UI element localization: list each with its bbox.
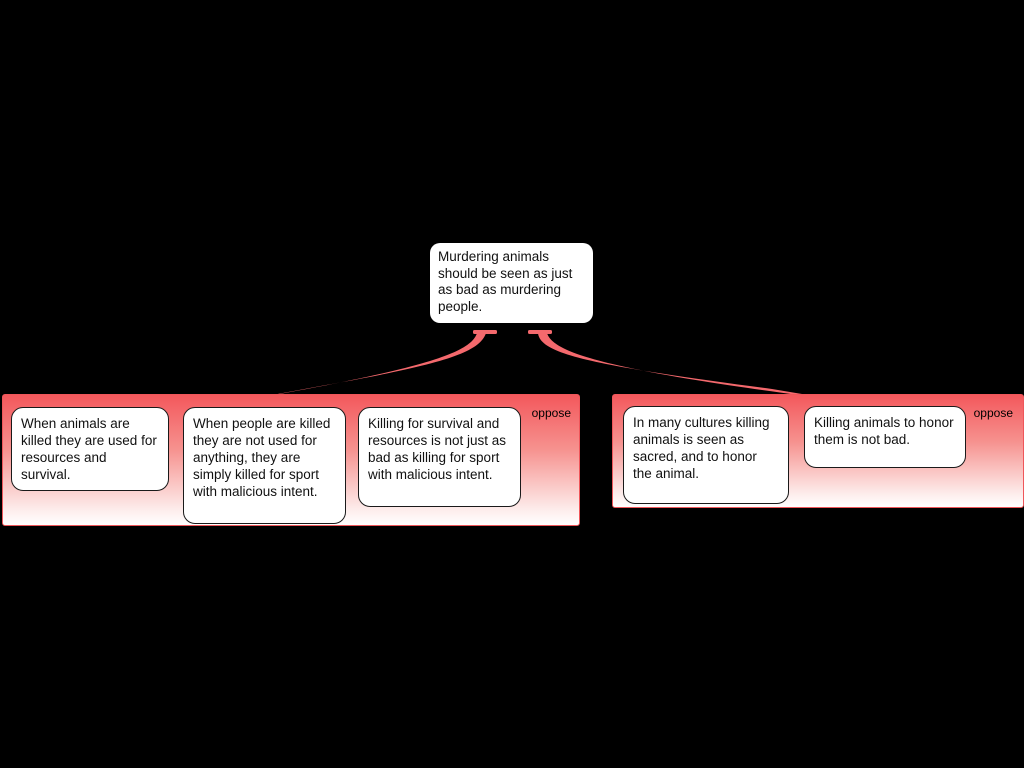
claim-text: Murdering animals should be seen as just… bbox=[438, 249, 573, 314]
reason-box[interactable]: Killing for survival and resources is no… bbox=[358, 407, 521, 507]
reason-text: In many cultures killing animals is seen… bbox=[633, 415, 770, 481]
reason-text: When animals are killed they are used fo… bbox=[21, 416, 157, 482]
relation-label: oppose bbox=[973, 406, 1013, 420]
claim-box[interactable]: Murdering animals should be seen as just… bbox=[430, 243, 593, 323]
reason-box[interactable]: When people are killed they are not used… bbox=[183, 407, 346, 524]
reason-text: Killing for survival and resources is no… bbox=[368, 416, 507, 482]
claim-left-anchor-tick bbox=[473, 330, 497, 334]
oppose-connector-left-curve bbox=[240, 333, 486, 401]
reason-box[interactable]: Killing animals to honor them is not bad… bbox=[804, 406, 966, 468]
reason-text: Killing animals to honor them is not bad… bbox=[814, 415, 954, 447]
claim-right-anchor-tick bbox=[528, 330, 552, 334]
relation-label: oppose bbox=[531, 406, 571, 420]
reason-box[interactable]: When animals are killed they are used fo… bbox=[11, 407, 169, 491]
oppose-connector-right-curve bbox=[538, 333, 844, 401]
reason-box[interactable]: In many cultures killing animals is seen… bbox=[623, 406, 789, 504]
oppose-group-right: oppose In many cultures killing animals … bbox=[612, 394, 1024, 508]
oppose-group-left: oppose When animals are killed they are … bbox=[2, 394, 580, 526]
reason-text: When people are killed they are not used… bbox=[193, 416, 331, 499]
